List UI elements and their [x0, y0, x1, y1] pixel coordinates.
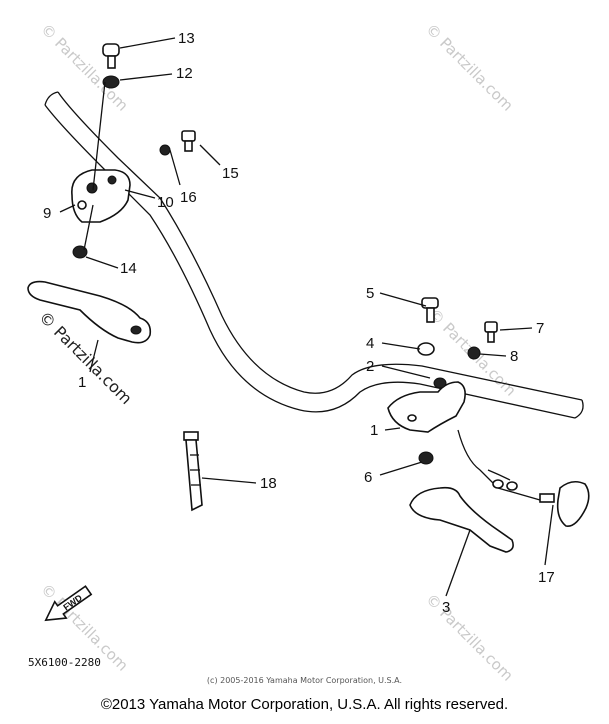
switch-17	[457, 429, 590, 527]
callout-2: 2	[366, 358, 374, 375]
bolt-7	[484, 321, 498, 343]
diagram-code: 5X6100-2280	[28, 656, 101, 669]
leader-lines	[59, 37, 554, 597]
callout-17: 17	[538, 569, 555, 586]
image-copyright: (c) 2005-2016 Yamaha Motor Corporation, …	[206, 676, 403, 685]
copyright-notice: ©2013 Yamaha Motor Corporation, U.S.A. A…	[100, 696, 509, 713]
washer-4	[417, 342, 435, 356]
callout-18: 18	[260, 475, 277, 492]
watermark: © Partzilla.com	[37, 20, 132, 115]
callout-numbers: 13 12 15 16 10 9 14 1 5 7 4 8 2 1 6 18 1…	[43, 30, 555, 616]
handlebar-upper-holder	[71, 169, 131, 223]
nut-8	[467, 346, 481, 360]
watermark: © Partzilla.com	[422, 20, 517, 115]
callout-7: 7	[536, 320, 544, 337]
callout-5: 5	[366, 285, 374, 302]
callout-1-left: 1	[78, 374, 86, 391]
callout-6: 6	[364, 469, 372, 486]
callout-8: 8	[510, 348, 518, 365]
callout-9: 9	[43, 205, 51, 222]
callout-15: 15	[222, 165, 239, 182]
handlebar	[44, 91, 584, 419]
bolt-15	[181, 130, 196, 152]
callout-16: 16	[180, 189, 197, 206]
callout-13: 13	[178, 30, 195, 47]
bolt-13	[102, 43, 120, 69]
nut-14	[72, 245, 88, 259]
callout-1-right: 1	[370, 422, 378, 439]
callout-12: 12	[176, 65, 193, 82]
watermark: © Partzilla.com	[422, 590, 517, 685]
callout-3: 3	[442, 599, 450, 616]
left-lever-bracket	[27, 280, 152, 344]
nut-6	[418, 451, 434, 465]
callout-14: 14	[120, 260, 137, 277]
right-lever-holder	[387, 377, 466, 433]
callout-4: 4	[366, 335, 374, 352]
lever-3	[409, 486, 514, 553]
callout-10: 10	[157, 194, 174, 211]
cable-tie-18	[183, 431, 203, 512]
nut-12	[102, 75, 120, 89]
nut-16	[159, 144, 171, 156]
